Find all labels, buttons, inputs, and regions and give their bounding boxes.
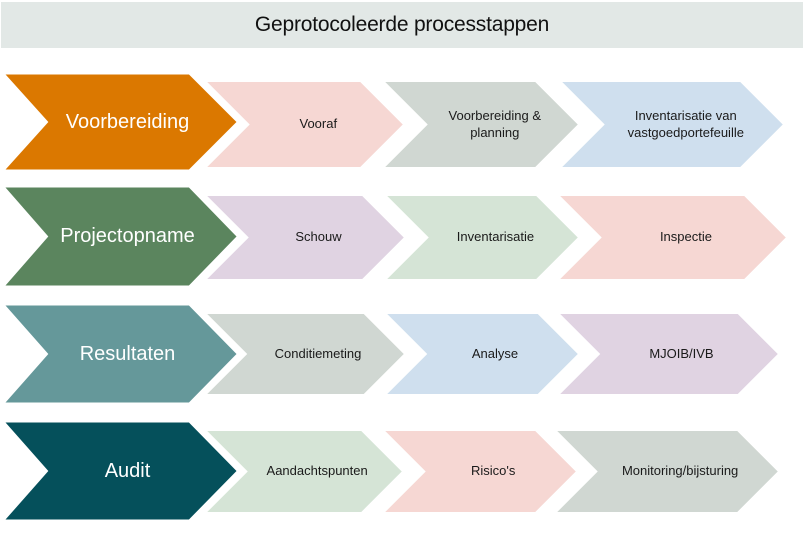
step-chevron xyxy=(372,308,587,400)
step-chevron xyxy=(370,76,587,173)
phase-chevron xyxy=(0,69,244,175)
phase-chevron xyxy=(0,300,244,408)
step-chevron xyxy=(370,425,585,518)
step-chevron xyxy=(542,425,787,518)
step-chevron xyxy=(192,425,411,518)
step-chevron xyxy=(545,308,787,400)
phase-chevron xyxy=(0,417,244,525)
process-row-2 xyxy=(0,182,795,291)
step-chevron xyxy=(547,76,792,173)
phase-chevron xyxy=(0,182,244,291)
step-chevron xyxy=(192,76,412,173)
step-chevron xyxy=(545,190,795,285)
step-chevron xyxy=(192,190,413,285)
process-row-4 xyxy=(0,417,787,525)
step-chevron xyxy=(372,190,587,285)
page-title: Geprotocoleerde processtappen xyxy=(254,13,550,36)
process-row-1 xyxy=(0,69,792,175)
header-bar: Geprotocoleerde processtappen xyxy=(1,2,803,48)
process-row-3 xyxy=(0,300,787,408)
